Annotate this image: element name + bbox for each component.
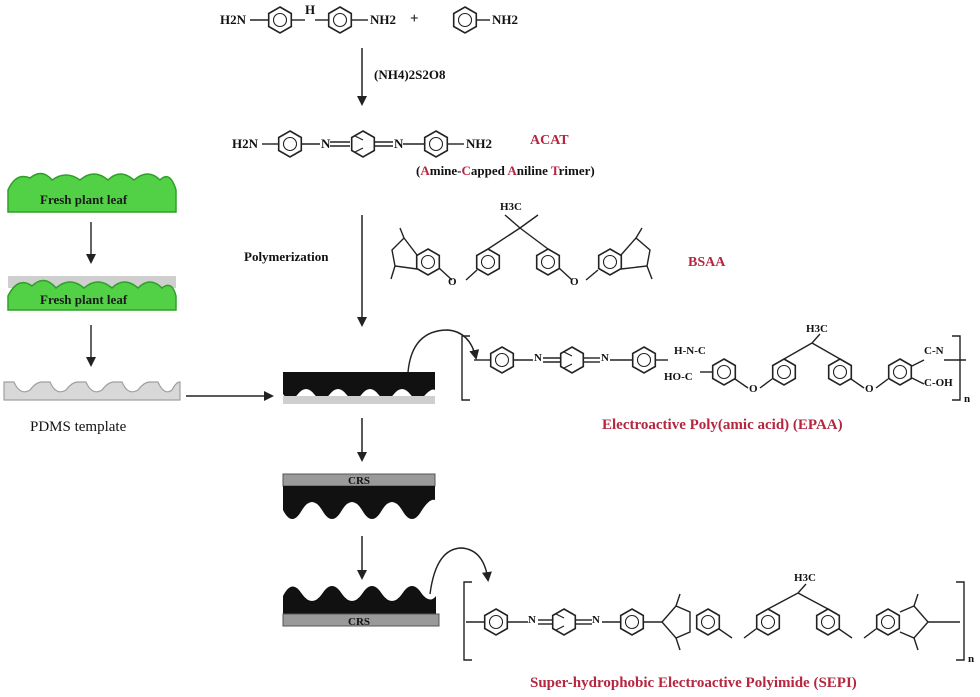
leaf-1 [7,172,177,213]
epaa-n-2: N [601,352,609,364]
pressed-film [282,473,436,519]
plus-sign: + [410,11,419,27]
acat-structure [262,130,464,158]
sepi-methyl-label: H3C [794,572,816,584]
aniline-group: NH2 [492,12,518,27]
epaa-acid-left: HO-C [664,371,693,383]
leaf-2 [7,276,177,311]
diamine-bridge-h: H [305,2,316,17]
diamine-right-group: NH2 [370,12,396,27]
epaa-o-1: O [749,383,758,395]
sepi-n-1: N [528,614,536,626]
curved-arrow-epaa [407,329,480,373]
acat-n-right: N [394,136,404,151]
oxidant-label: (NH4)2S2O8 [374,67,446,82]
diamine-left-group: H2N [220,12,246,27]
acat-full-name: (Amine-Capped Aniline Trimer) [416,163,595,178]
epaa-polymer [461,333,966,401]
aniline-structure [452,6,490,34]
epaa-methyl-label: H3C [806,323,828,335]
bsaa-name: BSAA [688,255,726,270]
sepi-n-2: N [592,614,600,626]
epaa-film [283,372,435,404]
bsaa-oxygen-left: O [448,276,457,288]
bsaa-structure [390,214,653,281]
epaa-repeat-n: n [964,393,971,405]
epaa-n-1: N [534,352,542,364]
epaa-o-2: O [865,383,874,395]
diamine-structure [250,6,368,34]
crs-label-2: CRS [348,616,371,628]
sepi-name: Super-hydrophobic Electroactive Polyimid… [530,675,857,691]
acat-left-group: H2N [232,136,258,151]
pdms-template-label: PDMS template [30,419,127,435]
bsaa-oxygen-right: O [570,276,579,288]
polymerization-label: Polymerization [244,249,329,264]
leaf-1-label: Fresh plant leaf [40,192,128,207]
leaf-2-label: Fresh plant leaf [40,292,128,307]
epaa-amide-left: H-N-C [674,345,706,357]
crs-label-1: CRS [348,475,371,487]
curved-arrow-sepi [429,547,492,595]
sepi-film [282,586,440,627]
bsaa-methyl-label: H3C [500,201,522,213]
acat-name: ACAT [530,133,569,148]
sepi-polymer [463,581,965,661]
acat-right-group: NH2 [466,136,492,151]
sepi-repeat-n: n [968,653,975,665]
acat-n-left: N [321,136,331,151]
epaa-name: Electroactive Poly(amic acid) (EPAA) [602,417,843,433]
pdms-template [3,381,181,401]
epaa-amide-right: C-N [924,345,944,357]
epaa-acid-right: C-OH [924,377,953,389]
